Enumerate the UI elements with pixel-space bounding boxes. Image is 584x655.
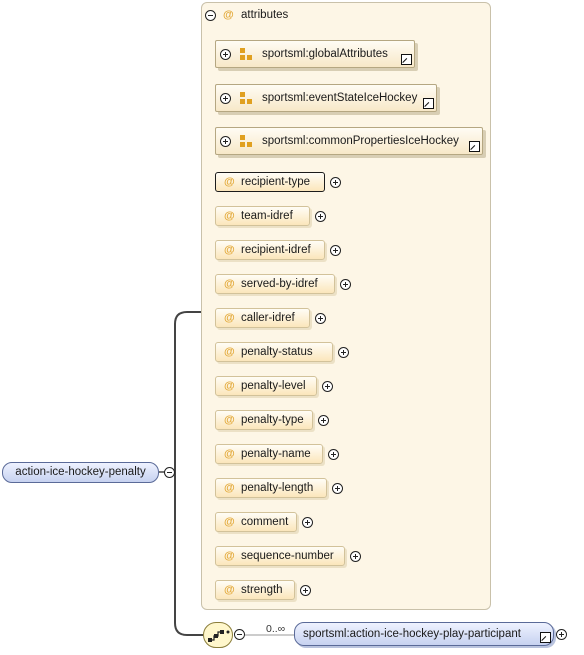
attribute-label: comment (241, 516, 289, 528)
attribute-item[interactable]: @ penalty-level (215, 376, 317, 396)
attribute-label: penalty-length (241, 482, 314, 494)
attribute-group-label: sportsml:eventStateIceHockey (262, 92, 418, 104)
attribute-at-icon: @ (224, 584, 235, 596)
participant-expand-icon[interactable] (556, 629, 567, 640)
attribute-label: recipient-type (241, 176, 311, 188)
attribute-label: strength (241, 584, 283, 596)
attribute-label: sequence-number (241, 550, 334, 562)
attributes-collapse-icon[interactable] (205, 10, 216, 21)
attribute-expand-icon[interactable] (330, 177, 341, 188)
attribute-item[interactable]: @ penalty-status (215, 342, 333, 362)
reference-arrow-icon[interactable] (540, 632, 551, 643)
attribute-group[interactable]: sportsml:commonPropertiesIceHockey (215, 127, 483, 155)
attribute-at-icon: @ (224, 346, 235, 358)
attribute-item[interactable]: @ penalty-length (215, 478, 327, 498)
attribute-at-icon: @ (224, 176, 235, 188)
sequence-collapse-icon[interactable] (234, 629, 245, 640)
attributes-at-icon: @ (223, 9, 234, 21)
attribute-label: served-by-idref (241, 278, 318, 290)
attribute-expand-icon[interactable] (332, 483, 343, 494)
attribute-at-icon: @ (224, 414, 235, 426)
attribute-item[interactable]: @ recipient-type (215, 172, 325, 192)
attribute-at-icon: @ (224, 278, 235, 290)
attribute-expand-icon[interactable] (328, 449, 339, 460)
attribute-item[interactable]: @ team-idref (215, 206, 310, 226)
participant-label: sportsml:action-ice-hockey-play-particip… (303, 628, 521, 640)
attribute-group-icon (240, 135, 252, 147)
attribute-expand-icon[interactable] (350, 551, 361, 562)
reference-arrow-icon[interactable] (469, 141, 480, 152)
attribute-item[interactable]: @ strength (215, 580, 295, 600)
participant-element[interactable]: sportsml:action-ice-hockey-play-particip… (294, 622, 554, 646)
attributes-header: attributes (241, 9, 289, 21)
attribute-expand-icon[interactable] (315, 313, 326, 324)
attribute-expand-icon[interactable] (338, 347, 349, 358)
attribute-label: penalty-status (241, 346, 313, 358)
attribute-at-icon: @ (224, 550, 235, 562)
attribute-expand-icon[interactable] (318, 415, 329, 426)
root-collapse-icon[interactable] (164, 467, 175, 478)
attribute-expand-icon[interactable] (315, 211, 326, 222)
attribute-group-icon (240, 92, 252, 104)
sequence-compositor[interactable] (203, 622, 233, 648)
attribute-item[interactable]: @ recipient-idref (215, 240, 325, 260)
attribute-expand-icon[interactable] (322, 381, 333, 392)
attribute-at-icon: @ (224, 210, 235, 222)
reference-arrow-icon[interactable] (401, 54, 412, 65)
attribute-label: penalty-level (241, 380, 306, 392)
attribute-at-icon: @ (224, 448, 235, 460)
attribute-label: recipient-idref (241, 244, 311, 256)
attribute-at-icon: @ (224, 380, 235, 392)
attribute-label: caller-idref (241, 312, 295, 324)
attribute-at-icon: @ (224, 482, 235, 494)
attribute-item[interactable]: @ served-by-idref (215, 274, 335, 294)
group-expand-icon[interactable] (220, 93, 231, 104)
attribute-group[interactable]: sportsml:eventStateIceHockey (215, 84, 437, 112)
group-expand-icon[interactable] (220, 49, 231, 60)
attribute-expand-icon[interactable] (330, 245, 341, 256)
attribute-group-label: sportsml:commonPropertiesIceHockey (262, 135, 459, 147)
attribute-item[interactable]: @ sequence-number (215, 546, 345, 566)
attribute-label: penalty-type (241, 414, 304, 426)
attribute-expand-icon[interactable] (300, 585, 311, 596)
attribute-group-icon (240, 48, 252, 60)
attribute-group-label: sportsml:globalAttributes (262, 48, 388, 60)
attribute-at-icon: @ (224, 516, 235, 528)
attribute-expand-icon[interactable] (340, 279, 351, 290)
attribute-at-icon: @ (224, 312, 235, 324)
attribute-item[interactable]: @ caller-idref (215, 308, 310, 328)
occurrence-label: 0..∞ (266, 623, 286, 635)
attribute-item[interactable]: @ penalty-type (215, 410, 313, 430)
attribute-item[interactable]: @ penalty-name (215, 444, 323, 464)
attribute-label: penalty-name (241, 448, 311, 460)
reference-arrow-icon[interactable] (423, 98, 434, 109)
group-expand-icon[interactable] (220, 136, 231, 147)
attribute-expand-icon[interactable] (302, 517, 313, 528)
attribute-label: team-idref (241, 210, 293, 222)
attribute-group[interactable]: sportsml:globalAttributes (215, 40, 415, 68)
attribute-item[interactable]: @ comment (215, 512, 297, 532)
attribute-at-icon: @ (224, 244, 235, 256)
sequence-icon (208, 630, 230, 642)
root-element[interactable]: action-ice-hockey-penalty (2, 462, 159, 483)
